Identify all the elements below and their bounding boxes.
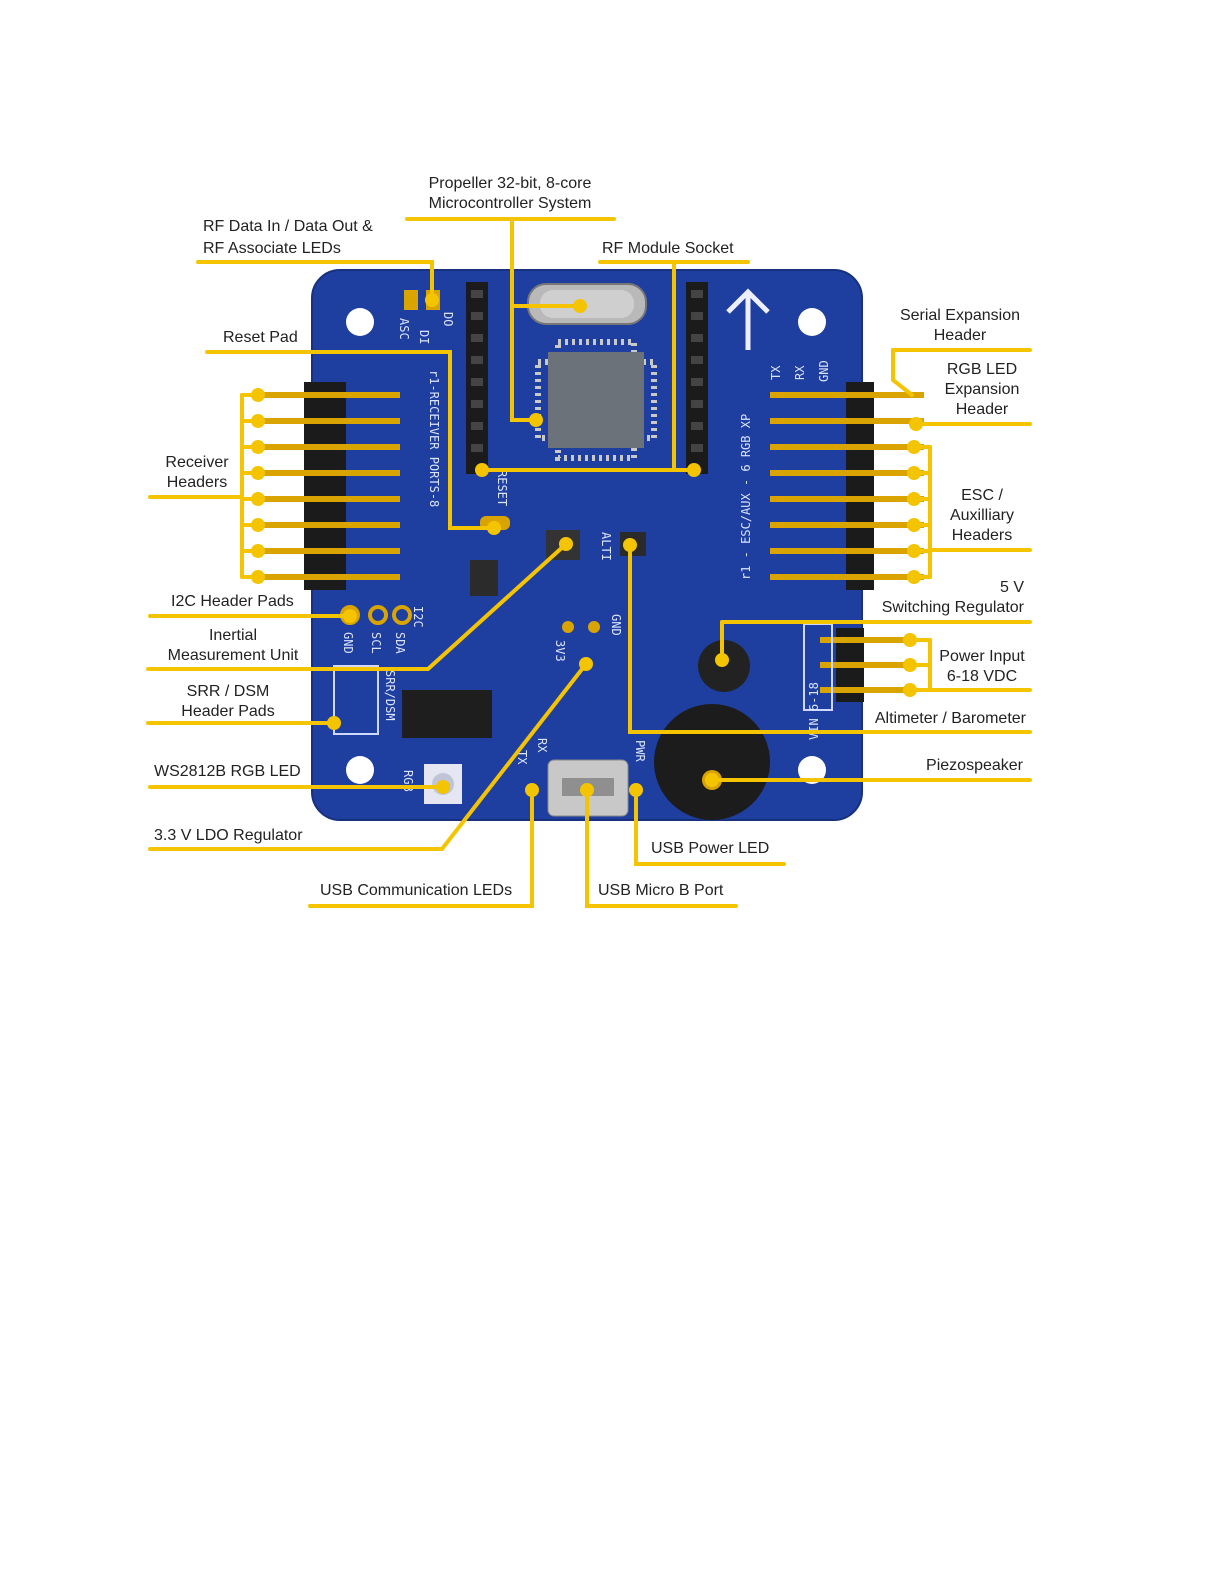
silk-gnd-i2c: GND: [341, 632, 355, 654]
label-reset-pad: Reset Pad: [223, 328, 298, 348]
receiver-header-pins: [252, 382, 400, 590]
label-power-input-line2: 6-18 VDC: [946, 668, 1018, 685]
label-rgb-expansion-line3: Header: [955, 401, 1009, 418]
label-serial-expansion-line2: Header: [933, 327, 987, 344]
label-rf-data-line1: RF Data In / Data Out &: [203, 218, 373, 235]
label-receiver-line1: Receiver: [165, 454, 229, 471]
silk-alti: ALTI: [599, 532, 613, 561]
silk-rx-usb: RX: [535, 738, 549, 753]
silk-reset: RESET: [495, 470, 509, 506]
label-srr-dsm-line2: Header Pads: [181, 703, 275, 720]
label-reset-pad-text: Reset Pad: [223, 329, 298, 346]
label-serial-expansion-line1: Serial Expansion: [899, 307, 1021, 324]
esc-header-pins: [770, 382, 924, 590]
label-usb-comm: USB Communication LEDs: [320, 881, 512, 901]
label-ldo-text: 3.3 V LDO Regulator: [154, 827, 303, 844]
label-usb-comm-text: USB Communication LEDs: [320, 882, 513, 899]
label-i2c-pads: I2C Header Pads: [171, 592, 294, 612]
label-esc-line3: Headers: [951, 527, 1013, 544]
label-rf-data: RF Data In / Data Out & RF Associate LED…: [203, 217, 373, 259]
silk-do: DO: [441, 312, 455, 326]
silk-gnd: GND: [817, 360, 831, 382]
callout-lines: [146, 217, 1032, 908]
silk-rx: RX: [793, 365, 807, 380]
label-rgb-expansion-line2: Expansion: [944, 381, 1020, 398]
silk-pwr: PWR: [633, 740, 647, 762]
silk-i2c: I2C: [411, 606, 425, 628]
label-esc-headers: ESC / Auxilliary Headers: [932, 486, 1032, 546]
silk-receiver-ports: r1-RECEIVER PORTS-8: [427, 370, 441, 507]
power-input-pins: [820, 628, 912, 702]
label-rf-socket-text: RF Module Socket: [602, 240, 734, 257]
label-power-input-line1: Power Input: [939, 648, 1025, 665]
silk-scl: SCL: [369, 632, 383, 654]
label-i2c-text: I2C Header Pads: [171, 593, 294, 610]
silk-asc: ASC: [397, 318, 411, 340]
label-ws2812b: WS2812B RGB LED: [154, 762, 301, 782]
label-propeller: Propeller 32-bit, 8-core Microcontroller…: [400, 174, 620, 214]
label-imu-line2: Measurement Unit: [167, 647, 299, 664]
label-usb-port-text: USB Micro B Port: [598, 882, 724, 899]
silkscreen-text: DI DO ASC r1-RECEIVER PORTS-8 r1 - ESC/A…: [341, 312, 831, 792]
label-usb-port: USB Micro B Port: [598, 881, 723, 901]
label-serial-expansion: Serial Expansion Header: [890, 306, 1030, 346]
silk-di: DI: [417, 330, 431, 344]
label-power-input: Power Input 6-18 VDC: [932, 647, 1032, 687]
label-switching-reg-line1: 5 V: [999, 579, 1024, 596]
label-srr-dsm-line1: SRR / DSM: [186, 683, 270, 700]
label-rf-data-line2: RF Associate LEDs: [203, 240, 341, 257]
label-rgb-expansion: RGB LED Expansion Header: [932, 360, 1032, 420]
label-usb-power-led-text: USB Power LED: [651, 840, 770, 857]
silk-3v3: 3V3: [553, 640, 567, 662]
label-imu-line1: Inertial: [208, 627, 258, 644]
label-rgb-expansion-line1: RGB LED: [946, 361, 1018, 378]
label-receiver-headers: Receiver Headers: [150, 453, 244, 493]
label-imu: Inertial Measurement Unit: [160, 626, 306, 666]
label-esc-line1: ESC /: [961, 487, 1003, 504]
silk-gnd-3v3: GND: [609, 614, 623, 636]
label-usb-power-led: USB Power LED: [651, 839, 769, 859]
label-switching-reg-line2: Switching Regulator: [881, 599, 1024, 616]
silk-srr-dsm: SRR/DSM: [383, 670, 397, 721]
label-switching-regulator: 5 V Switching Regulator: [860, 578, 1024, 618]
label-ws2812b-text: WS2812B RGB LED: [154, 763, 301, 780]
label-propeller-line2: Microcontroller System: [428, 195, 592, 212]
label-receiver-line2: Headers: [166, 474, 228, 491]
propeller-chip: [535, 339, 657, 461]
label-propeller-line1: Propeller 32-bit, 8-core: [428, 175, 592, 192]
silk-sda: SDA: [393, 632, 407, 654]
silk-tx: TX: [769, 365, 783, 380]
label-altimeter-text: Altimeter / Barometer: [874, 710, 1026, 727]
crystal-oscillator: [527, 283, 647, 325]
label-rf-socket: RF Module Socket: [602, 239, 734, 259]
callout-dots: [251, 293, 923, 797]
silk-esc-aux: r1 - ESC/AUX - 6 RGB XP: [739, 414, 753, 580]
label-piezo-text: Piezospeaker: [926, 757, 1023, 774]
silk-vin: VIN 6-18: [807, 682, 821, 740]
label-srr-dsm: SRR / DSM Header Pads: [166, 682, 290, 722]
label-esc-line2: Auxilliary: [949, 507, 1014, 524]
rf-module-socket: [466, 282, 708, 474]
label-piezo: Piezospeaker: [880, 756, 1023, 776]
label-altimeter: Altimeter / Barometer: [840, 709, 1026, 729]
label-ldo: 3.3 V LDO Regulator: [154, 826, 303, 846]
